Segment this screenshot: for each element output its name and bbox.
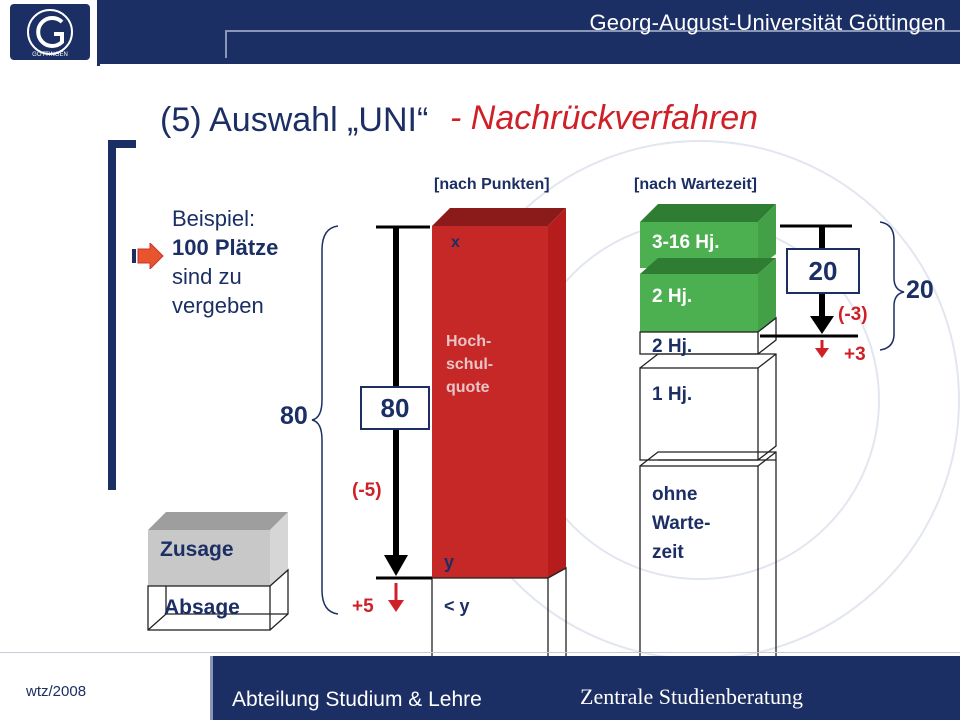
page-number: 29: [915, 694, 931, 710]
logo-emblem-icon: GÖTTINGEN: [10, 4, 90, 60]
green-block-mid: [640, 258, 776, 332]
slide-subtitle: - Nachrückverfahren: [450, 99, 759, 137]
green-top-label: 3-16 Hj.: [652, 232, 720, 253]
absage-block: [147, 568, 289, 631]
rest-1hj-label: 1 Hj.: [652, 384, 693, 405]
adjust-minus-3: (-3): [838, 304, 868, 325]
green-block-top: [640, 204, 776, 268]
zusage-block: [148, 512, 288, 586]
left-bracket: [108, 140, 116, 490]
brace-value-80: 80: [280, 402, 308, 430]
brace-value-20: 20: [906, 276, 934, 304]
adjust-plus-5: +5: [352, 596, 374, 617]
left-curly-brace: [311, 225, 339, 615]
header-bar: [0, 0, 960, 64]
example-line-1: Beispiel:: [172, 206, 256, 231]
svg-text:GÖTTINGEN: GÖTTINGEN: [32, 51, 68, 58]
adjust-plus-3: +3: [844, 344, 866, 365]
footer-service: Zentrale Studienberatung: [580, 684, 803, 709]
red-block-x: x: [451, 234, 460, 251]
green-mid-label: 2 Hj.: [652, 286, 693, 307]
footer-author-date: wtz/2008: [26, 683, 87, 700]
example-line-3: sind zu: [172, 264, 242, 289]
example-text: Beispiel: 100 Plätze sind zu vergeben: [172, 204, 278, 320]
red-block: [432, 208, 566, 578]
footer-bar: [210, 656, 960, 720]
absage-label: Absage: [164, 596, 240, 619]
header-nach-punkten: [nach Punkten]: [434, 176, 550, 193]
left-bracket-top: [108, 140, 136, 148]
university-logo: GÖTTINGEN: [0, 0, 100, 66]
slide-title: (5) Auswahl „UNI“: [160, 101, 429, 139]
adjust-minus-5: (-5): [352, 480, 382, 501]
below-y-label: < y: [444, 596, 470, 616]
red-block-y: y: [444, 552, 455, 572]
example-line-4: vergeben: [172, 293, 264, 318]
pointer-arrow-icon: [132, 241, 164, 274]
rest-2hj-label: 2 Hj.: [652, 336, 693, 357]
value-box-80: 80: [360, 386, 430, 430]
header-nach-wartezeit: [nach Wartezeit]: [634, 176, 757, 193]
footer-department: Abteilung Studium & Lehre: [232, 688, 482, 711]
example-line-2: 100 Plätze: [172, 235, 279, 260]
value-box-20: 20: [786, 248, 860, 294]
university-name: Georg-August-Universität Göttingen: [589, 10, 946, 35]
footer-divider: [0, 652, 960, 653]
header-stripe: [225, 30, 960, 58]
right-curly-brace: [879, 221, 905, 351]
red-block-quote: Hoch- schul- quote: [446, 333, 494, 396]
footer-left-edge: [210, 656, 213, 720]
zusage-label: Zusage: [160, 538, 234, 561]
rest-ohne-wartezeit-label: ohne Warte- zeit: [652, 484, 711, 563]
